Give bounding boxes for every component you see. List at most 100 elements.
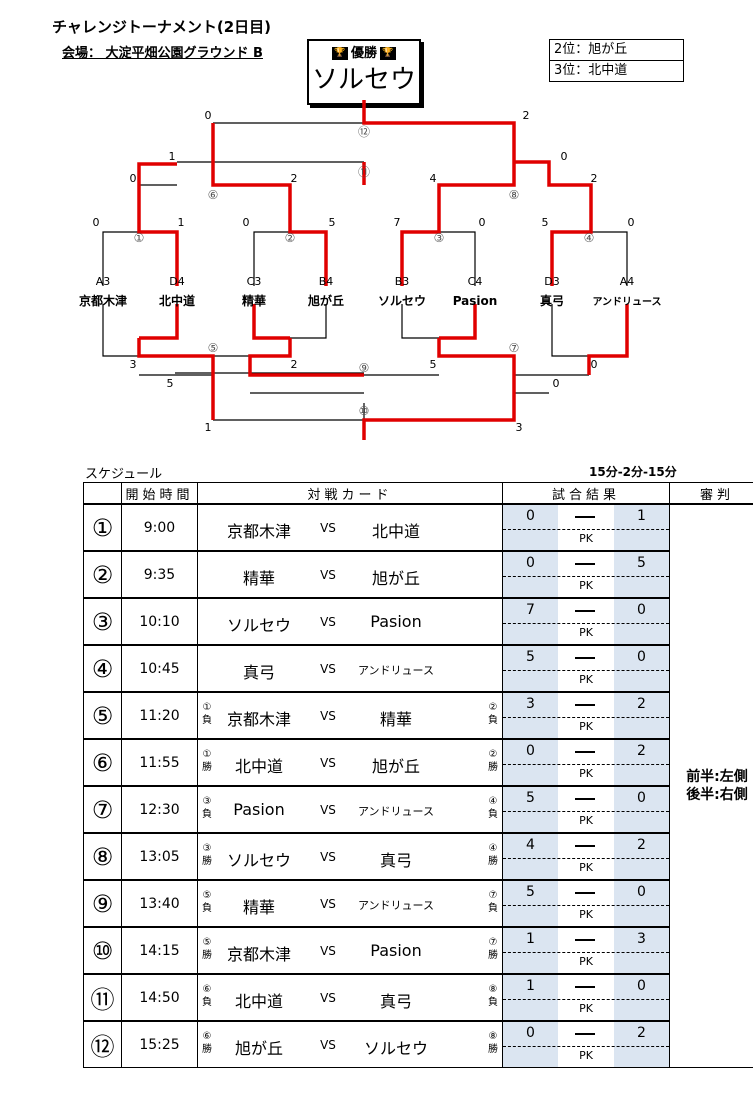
table-row: ⑥ 11:55 ① 勝 北中道 VS 旭が丘 ② 勝 0 2 PK: [83, 738, 753, 787]
score: 2: [291, 358, 298, 371]
team-left: 真弓: [242, 663, 275, 682]
score-right: 2: [637, 837, 646, 853]
match-card: ③ 勝 ソルセウ VS 真弓 ④ 勝: [197, 832, 503, 881]
placings-box: 2位：旭が丘 3位：北中道: [549, 39, 684, 82]
score: 5: [542, 216, 549, 229]
team-code: B4: [319, 275, 334, 288]
team-code: D3: [544, 275, 559, 288]
score-dash: [575, 845, 595, 847]
prev-match-ref: ② 勝: [488, 749, 498, 773]
match-card: 精華 VS 旭が丘: [197, 550, 503, 599]
score-right: 0: [637, 978, 646, 994]
champion-label: 優勝: [350, 46, 377, 61]
score-dash: [575, 610, 595, 612]
vs-label: VS: [320, 850, 336, 864]
header-result: 試合結果: [502, 482, 670, 505]
score: 2: [591, 172, 598, 185]
score-left: 1: [526, 931, 535, 947]
match-result: 0 1 PK: [502, 503, 670, 552]
page-title: チャレンジトーナメント(2日目): [52, 18, 271, 36]
match-number: ⑩: [83, 926, 122, 975]
prev-match-ref: ④ 勝: [488, 843, 498, 867]
pk-label: PK: [579, 955, 593, 968]
referee-note: 前半:左側: [686, 769, 748, 785]
pk-label: PK: [579, 720, 593, 733]
champion-team: ソルセウ: [311, 65, 416, 95]
score-right: 2: [637, 743, 646, 759]
start-time: 14:50: [121, 973, 198, 1022]
team-name: 北中道: [159, 293, 195, 308]
team-code: C3: [247, 275, 262, 288]
match-marker: ④: [584, 231, 595, 245]
bracket-lines-black: [102, 122, 628, 421]
team-name: Pasion: [453, 294, 498, 308]
prev-match-ref: ② 負: [488, 702, 498, 726]
score-dash: [575, 986, 595, 988]
team-left: Pasion: [233, 800, 285, 819]
pk-label: PK: [579, 579, 593, 592]
match-marker: ②: [285, 231, 296, 245]
match-timing: 15分-2分-15分: [589, 465, 677, 479]
match-card: 京都木津 VS 北中道: [197, 503, 503, 552]
score-dash: [575, 657, 595, 659]
score-left: 3: [526, 696, 535, 712]
table-row: ⑨ 13:40 ⑤ 負 精華 VS アンドリュース ⑦ 負 5 0 PK: [83, 879, 753, 928]
match-number: ⑨: [83, 879, 122, 928]
match-result: 0 2 PK: [502, 1020, 670, 1068]
pk-label: PK: [579, 532, 593, 545]
pk-label: PK: [579, 673, 593, 686]
start-time: 14:15: [121, 926, 198, 975]
start-time: 10:45: [121, 644, 198, 693]
pk-label: PK: [579, 861, 593, 874]
pk-label: PK: [579, 814, 593, 827]
match-result: 1 0 PK: [502, 973, 670, 1022]
score: 0: [205, 109, 212, 122]
team-name: 旭が丘: [307, 293, 344, 308]
start-time: 13:40: [121, 879, 198, 928]
match-result: 5 0 PK: [502, 644, 670, 693]
match-marker: ⑥: [208, 188, 219, 202]
team-left: 旭が丘: [234, 1039, 283, 1058]
table-row: ① 9:00 京都木津 VS 北中道 0 1 PK 前半:左側 後半:右側: [83, 503, 753, 1068]
table-row: ③ 10:10 ソルセウ VS Pasion 7 0 PK: [83, 597, 753, 646]
match-number: ⑦: [83, 785, 122, 834]
match-result: 5 0 PK: [502, 785, 670, 834]
team-name: ソルセウ: [378, 294, 426, 308]
vs-label: VS: [320, 944, 336, 958]
score-right: 5: [637, 555, 646, 571]
score-dash: [575, 751, 595, 753]
team-code: A3: [96, 275, 111, 288]
team-right: アンドリュース: [357, 805, 434, 818]
referee-cell: 前半:左側 後半:右側: [669, 503, 753, 1068]
score: 0: [479, 216, 486, 229]
trophy-icon: 🏆: [331, 47, 348, 60]
champion-box: 🏆優勝🏆 ソルセウ: [307, 39, 421, 105]
prev-match-ref: ⑧ 負: [488, 984, 498, 1008]
vs-label: VS: [320, 568, 336, 582]
tournament-bracket: A3 D4 C3 B4 B3 C4 D3 A4 京都木津 北中道 精華 旭が丘 …: [79, 100, 662, 440]
third-place: 3位：北中道: [550, 60, 683, 81]
score-left: 0: [526, 743, 535, 759]
vs-label: VS: [320, 756, 336, 770]
match-card: ⑤ 負 精華 VS アンドリュース ⑦ 負: [197, 879, 503, 928]
schedule-header-row: 開始時間 対戦カード 試合結果 審判: [83, 482, 753, 505]
team-name: アンドリュース: [592, 296, 661, 308]
team-left: 精華: [242, 569, 275, 588]
start-time: 11:55: [121, 738, 198, 787]
vs-label: VS: [320, 897, 336, 911]
prev-match-ref: ⑥ 負: [202, 984, 212, 1008]
match-card: ③ 負 Pasion VS アンドリュース ④ 負: [197, 785, 503, 834]
team-right: アンドリュース: [357, 899, 434, 912]
vs-label: VS: [320, 709, 336, 723]
score-right: 0: [637, 649, 646, 665]
team-right: ソルセウ: [363, 1039, 428, 1058]
team-right: 真弓: [379, 851, 412, 870]
match-number: ⑥: [83, 738, 122, 787]
match-result: 0 2 PK: [502, 738, 670, 787]
match-card: ソルセウ VS Pasion: [197, 597, 503, 646]
match-marker: ⑧: [509, 188, 520, 202]
match-card: 真弓 VS アンドリュース: [197, 644, 503, 693]
score-left: 5: [526, 649, 535, 665]
prev-match-ref: ③ 勝: [202, 843, 212, 867]
second-place: 2位：旭が丘: [554, 42, 628, 57]
